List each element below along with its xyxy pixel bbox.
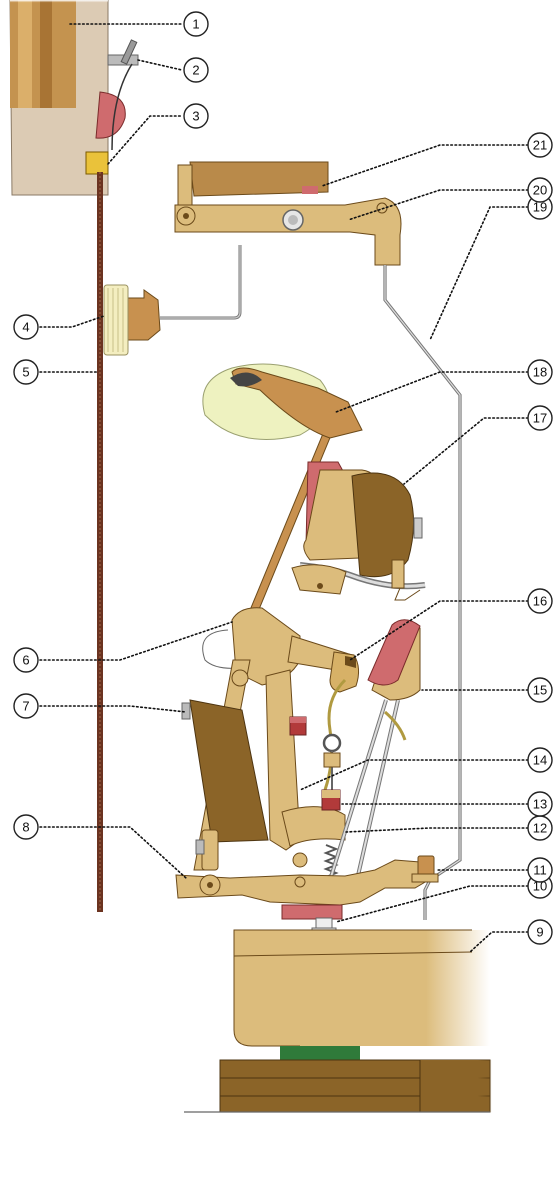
callout-9: 9 — [527, 919, 553, 945]
balance-hammer — [265, 669, 346, 868]
callout-17-label: 17 — [533, 411, 547, 426]
callout-16: 16 — [527, 588, 553, 614]
hammer-butt — [202, 607, 360, 791]
callout-2-label: 2 — [192, 63, 199, 78]
callout-7: 7 — [13, 693, 39, 719]
callout-2: 2 — [183, 57, 209, 83]
callout-16-label: 16 — [533, 594, 547, 609]
callout-12: 12 — [527, 815, 553, 841]
string — [97, 172, 103, 912]
hammer-rail-felt — [367, 619, 421, 701]
callout-8-label: 8 — [22, 820, 29, 835]
callout-3-label: 3 — [192, 109, 199, 124]
callout-9-label: 9 — [536, 925, 543, 940]
callout-5-label: 5 — [22, 365, 29, 380]
callout-13: 13 — [527, 791, 553, 817]
capstan-screw — [411, 855, 439, 883]
callout-20-label: 20 — [533, 183, 547, 198]
tuning-pin — [107, 39, 139, 151]
callout-12-label: 12 — [533, 821, 547, 836]
callout-20: 20 — [527, 177, 553, 203]
callout-6: 6 — [13, 647, 39, 673]
callout-5: 5 — [13, 359, 39, 385]
callout-7-label: 7 — [22, 699, 29, 714]
callout-19-label: 19 — [533, 200, 547, 215]
callout-11-label: 11 — [533, 863, 547, 878]
bridge-pin — [85, 151, 109, 175]
callout-4-label: 4 — [22, 320, 29, 335]
callout-17: 17 — [527, 405, 553, 431]
damper-spoon-block — [181, 699, 269, 843]
callout-6-label: 6 — [22, 653, 29, 668]
damper-lever — [174, 164, 402, 266]
callout-18: 18 — [527, 359, 553, 385]
regulating-screw — [289, 716, 342, 811]
pin-block — [9, 0, 126, 196]
callout-10-label: 10 — [533, 879, 547, 894]
callout-14-label: 14 — [533, 753, 547, 768]
callout-1: 1 — [183, 11, 209, 37]
callout-21: 21 — [527, 132, 553, 158]
hammer-rail — [291, 461, 426, 601]
let-off-rail — [328, 699, 407, 881]
callout-15-label: 15 — [533, 683, 547, 698]
callout-4: 4 — [13, 314, 39, 340]
callout-3: 3 — [183, 103, 209, 129]
callout-18-label: 18 — [533, 365, 547, 380]
damper — [103, 245, 242, 356]
leader-lines — [39, 23, 529, 953]
callout-11: 11 — [527, 857, 553, 883]
keybed — [184, 1059, 492, 1113]
callout-15: 15 — [527, 677, 553, 703]
callout-21-label: 21 — [533, 138, 547, 153]
damper-bar — [189, 161, 329, 197]
callout-13-label: 13 — [533, 797, 547, 812]
callout-1-label: 1 — [192, 17, 199, 32]
callout-14: 14 — [527, 747, 553, 773]
wippen — [175, 829, 433, 920]
key — [233, 929, 490, 1060]
callout-8: 8 — [13, 814, 39, 840]
abstract-wire — [383, 265, 462, 920]
